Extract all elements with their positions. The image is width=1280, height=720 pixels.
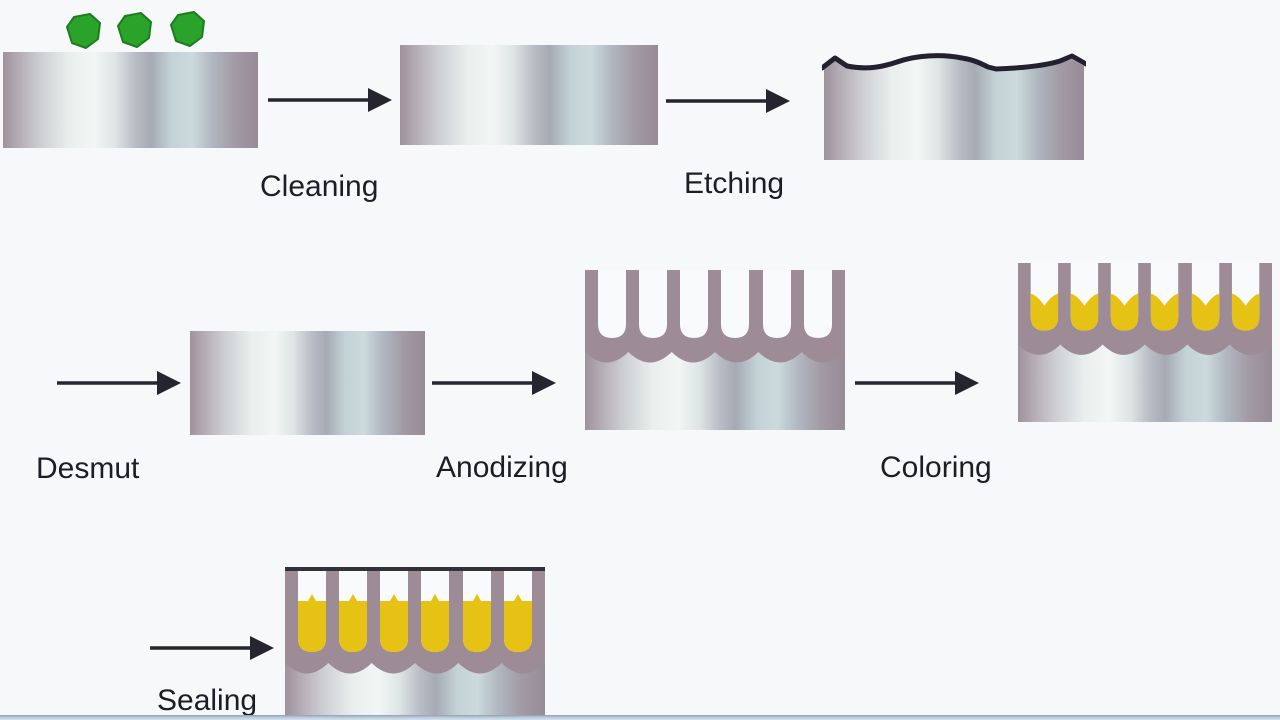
aluminum-substrate xyxy=(3,52,258,148)
dye-fill xyxy=(463,594,491,652)
pore xyxy=(763,270,791,338)
pore xyxy=(721,270,749,338)
contaminant-particle-icon xyxy=(66,13,101,49)
step-label-coloring: Coloring xyxy=(880,451,992,484)
pores-group xyxy=(598,270,832,338)
step-label-cleaning: Cleaning xyxy=(260,170,379,203)
bottom-edge-strip xyxy=(0,715,1280,720)
aluminum-substrate xyxy=(190,331,425,435)
dye-fill xyxy=(1030,293,1059,331)
dye-fill xyxy=(1191,293,1220,331)
aluminum-substrate xyxy=(1018,332,1272,422)
dye-fill xyxy=(1231,293,1260,331)
step-label-sealing: Sealing xyxy=(157,684,258,717)
pore xyxy=(639,270,667,338)
dye-fill xyxy=(504,594,532,652)
step-label-etching: Etching xyxy=(684,167,785,200)
aluminum-substrate xyxy=(400,45,658,145)
step-label-anodizing: Anodizing xyxy=(436,451,568,484)
dye-fill xyxy=(1150,293,1179,331)
aluminum-block-raw xyxy=(3,11,258,148)
dye-fill xyxy=(1070,293,1099,331)
flow-arrow-icon xyxy=(150,636,274,660)
contaminant-particle-icon xyxy=(117,12,152,48)
aluminum-block-cleaned xyxy=(400,45,658,145)
dye-fill xyxy=(298,594,326,652)
contaminant-particles-group xyxy=(66,11,205,49)
step-label-desmut: Desmut xyxy=(36,452,140,485)
pore xyxy=(680,270,708,338)
contaminant-particle-icon xyxy=(170,11,205,47)
dye-fill xyxy=(421,594,449,652)
etched-surface-line xyxy=(822,53,1086,72)
seal-cap xyxy=(285,567,545,571)
aluminum-block-anodized xyxy=(585,270,845,430)
aluminum-substrate xyxy=(824,57,1084,160)
dye-fill xyxy=(339,594,367,652)
dye-fills-group xyxy=(298,594,532,652)
dye-fill xyxy=(380,594,408,652)
aluminum-block-sealed xyxy=(285,567,545,720)
aluminum-substrate xyxy=(585,340,845,430)
pore xyxy=(804,270,832,338)
aluminum-block-etched xyxy=(822,53,1086,160)
dye-fill xyxy=(1110,293,1139,331)
flow-arrow-icon xyxy=(268,88,392,112)
dye-fills-group xyxy=(1030,293,1260,331)
flow-arrow-icon xyxy=(432,371,556,395)
flow-arrow-icon xyxy=(57,371,181,395)
pore xyxy=(598,270,626,338)
flow-arrow-icon xyxy=(666,89,790,113)
flow-arrow-icon xyxy=(855,371,979,395)
aluminum-block-desmutted xyxy=(190,331,425,435)
aluminum-block-colored xyxy=(1018,263,1272,422)
